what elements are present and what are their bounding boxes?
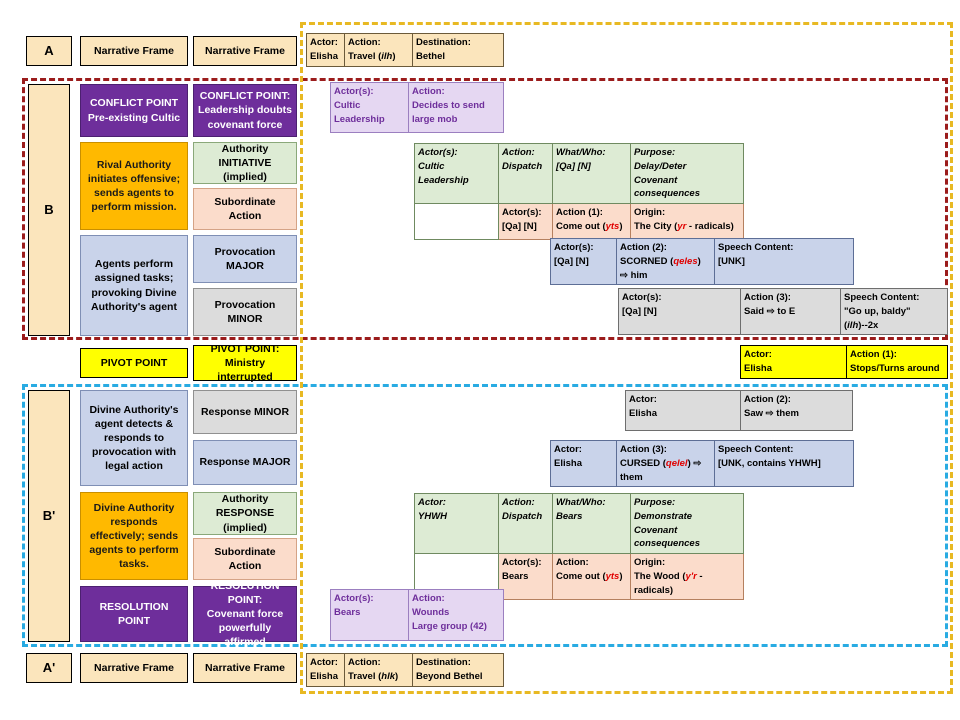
narrative-frame-aprime-col2: Narrative Frame [80,653,188,683]
cell-sub-action: Action (1): Come out (yts) [552,203,631,241]
box-rival-authority: Rival Authority initiates offensive; sen… [80,142,188,230]
box-pivot-point: PIVOT POINT [80,348,188,378]
table-dispatch-b: Actor(s): Cultic Leadership Action: Disp… [414,142,744,241]
cell-action: Action (3): Said ⇨ to E [740,287,841,336]
box-conflict-point: CONFLICT POINT Pre-existing Cultic [80,84,188,137]
cell-actor: Actor: YHWH [414,492,499,555]
cell-action: Action (1): Stops/Turns around [846,345,948,379]
section-label-aprime: A' [26,653,72,683]
table-resolution-detail: Actor(s): Bears Action: Wounds Large gro… [330,589,504,641]
narrative-frame-a-col3: Narrative Frame [193,36,297,66]
box-divine-agent-detects: Divine Authority's agent detects & respo… [80,390,188,486]
box-subordinate-action-bprime: Subordinate Action [193,538,297,580]
box-divine-responds: Divine Authority responds effectively; s… [80,492,188,580]
cell-empty [414,203,499,241]
cell-action: Action: Decides to send large mob [408,82,504,133]
cell-actor: Actor: Elisha [625,390,741,431]
cell-action: Action (3): CURSED (qelel) ⇨ them [616,439,715,488]
box-agents-perform: Agents perform assigned tasks; provoking… [80,235,188,336]
cell-destination: Destination: Beyond Bethel [412,653,504,687]
cell-actor: Actor(s): [Qa] [N] [618,287,741,336]
cell-speech: Speech Content: [UNK, contains YHWH] [714,439,854,488]
section-label-a: A [26,36,72,66]
cell-sub-actor: Actor(s): [Qa] [N] [498,203,553,241]
box-authority-initiative: Authority INITIATIVE (implied) [193,142,297,184]
box-subordinate-action-b: Subordinate Action [193,188,297,230]
cell-origin: Origin: The City (yr - radicals) [630,203,744,241]
cell-action: Action: Dispatch [498,142,553,205]
cell-actor: Actor(s): Bears [330,589,409,641]
cell-actor: Actor: Elisha [306,653,345,687]
box-provocation-minor: Provocation MINOR [193,288,297,336]
table-conflict-detail: Actor(s): Cultic Leadership Action: Deci… [330,82,504,133]
cell-action: Action: Wounds Large group (42) [408,589,504,641]
narrative-frame-a-col2: Narrative Frame [80,36,188,66]
cell-sub-actor: Actor(s): Bears [498,553,553,601]
table-response-minor: Actor: Elisha Action (2): Saw ⇨ them [625,390,853,431]
section-label-b: B [28,84,70,336]
cell-actor: Actor: Elisha [550,439,617,488]
cell-action: Action: Travel (ilh) [344,33,413,67]
box-provocation-major: Provocation MAJOR [193,235,297,283]
cell-action: Action (2): SCORNED (qeles) ⇨ him [616,237,715,286]
table-aprime-travel: Actor: Elisha Action: Travel (hlk) Desti… [306,653,504,687]
box-resolution-point-detail: RESOLUTION POINT: Covenant force powerfu… [193,580,297,648]
table-dispatch-bprime: Actor: YHWH Action: Dispatch What/Who: B… [414,492,744,601]
cell-purpose: Purpose: Demonstrate Covenant consequenc… [630,492,744,555]
table-provocation-minor: Actor(s): [Qa] [N] Action (3): Said ⇨ to… [618,287,948,336]
box-resolution-point: RESOLUTION POINT [80,586,188,642]
cell-what-who: What/Who: Bears [552,492,631,555]
table-pivot: Actor: Elisha Action (1): Stops/Turns ar… [740,345,948,379]
table-response-major: Actor: Elisha Action (3): CURSED (qelel)… [550,439,854,488]
cell-speech: Speech Content: "Go up, baldy" (ilh)--2x [840,287,948,336]
cell-sub-action: Action: Come out (yts) [552,553,631,601]
cell-action: Action (2): Saw ⇨ them [740,390,853,431]
table-a-travel: Actor: Elisha Action: Travel (ilh) Desti… [306,33,504,67]
box-response-major: Response MAJOR [193,440,297,485]
cell-actor: Actor(s): [Qa] [N] [550,237,617,286]
cell-origin: Origin: The Wood (y'r - radicals) [630,553,744,601]
cell-actor: Actor(s): Cultic Leadership [330,82,409,133]
box-response-minor: Response MINOR [193,390,297,434]
box-authority-response: Authority RESPONSE (implied) [193,492,297,535]
cell-actor: Actor(s): Cultic Leadership [414,142,499,205]
cell-speech: Speech Content: [UNK] [714,237,854,286]
cell-actor: Actor: Elisha [740,345,847,379]
section-label-bprime: B' [28,390,70,642]
box-pivot-point-detail: PIVOT POINT: Ministry interrupted [193,343,297,383]
cell-what-who: What/Who: [Qa] [N] [552,142,631,205]
narrative-frame-aprime-col3: Narrative Frame [193,653,297,683]
table-provocation-major: Actor(s): [Qa] [N] Action (2): SCORNED (… [550,237,854,286]
box-conflict-point-detail: CONFLICT POINT: Leadership doubts covena… [193,84,297,137]
cell-purpose: Purpose: Delay/Deter Covenant consequenc… [630,142,744,205]
cell-action: Action: Dispatch [498,492,553,555]
cell-actor: Actor: Elisha [306,33,345,67]
cell-destination: Destination: Bethel [412,33,504,67]
cell-action: Action: Travel (hlk) [344,653,413,687]
